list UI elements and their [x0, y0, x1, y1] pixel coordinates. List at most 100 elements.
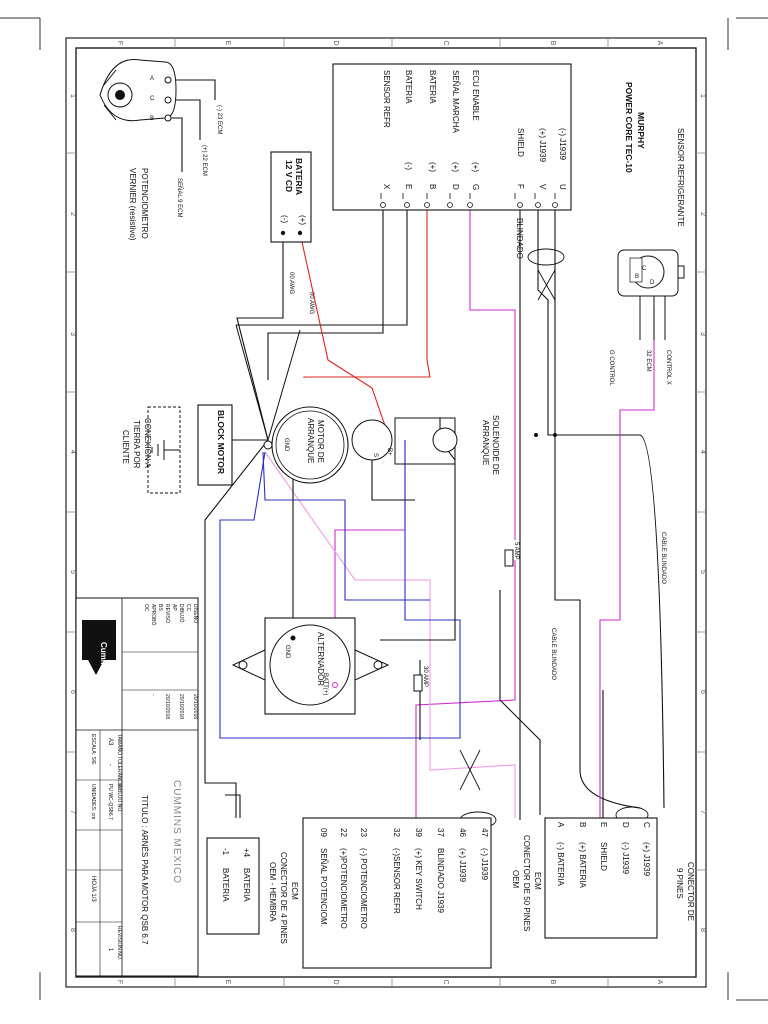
grid-number: 3	[699, 332, 706, 336]
wire-bat-pos	[299, 232, 391, 441]
ecm4-oem: OEM - HEMBRA	[268, 862, 277, 922]
ecm4-title: ECM	[290, 882, 299, 900]
murphy-terminals	[380, 202, 558, 208]
pot-subtitle: VERNIER (resistivo)	[128, 168, 137, 241]
murphy-arrows	[380, 193, 556, 199]
ecm50-text: (-)SENSOR REFR	[392, 848, 401, 914]
fuses: 5 AMP 30 AMP	[413, 542, 519, 692]
ecm4-text: BATERIA	[221, 868, 230, 902]
wire-ecu-4pin	[225, 794, 241, 818]
awg-label: 00 AWG	[308, 292, 314, 314]
murphy-box: MURPHY POWER CORE TEC-10 (-) J1939 (+) J…	[332, 63, 646, 259]
grid-letter: C	[442, 979, 449, 984]
wire-g-ecu-2	[415, 560, 516, 818]
motor-gnd: GND	[283, 438, 289, 452]
sol-label: ARRANQUE	[481, 420, 490, 465]
ecm50-pin: 22	[339, 828, 348, 837]
wire-gnd-loop	[204, 439, 269, 818]
alt-gnd: GND	[284, 645, 290, 659]
wire-pot-a	[170, 79, 216, 100]
wire-e-neg	[236, 205, 408, 326]
ecm50-text: (+) KEY SWITCH	[414, 848, 423, 910]
sensor-pin-b: B	[635, 274, 639, 280]
wire-blue-2	[262, 451, 430, 601]
grid-number: 4	[69, 450, 76, 454]
grid-letter: B	[549, 980, 556, 985]
tb-role: DIBUJÓ	[178, 604, 185, 622]
grid-letter: D	[332, 40, 339, 45]
grid-number: 4	[699, 450, 706, 454]
outer-frame	[65, 37, 707, 988]
sensor-refrigerante: SENSOR REFRIGERANTE C B D CONTROL X 32 E…	[608, 128, 685, 386]
tb-role: AP	[171, 604, 177, 611]
murphy-pin: F	[516, 184, 525, 189]
sol-b: B+	[386, 448, 392, 456]
grid-number: 5	[699, 570, 706, 574]
ecm4-pin: +4	[242, 848, 251, 858]
fuse-label: 30 AMP	[422, 666, 428, 687]
grid-ticks	[66, 38, 706, 987]
c9-text: (-) BATERIA	[556, 842, 565, 887]
tierra-label: CLIENTE	[121, 430, 130, 464]
grid-letter: C	[442, 40, 449, 45]
grid-number: 2	[69, 212, 76, 216]
sensor-pin-d: D	[650, 280, 655, 286]
bateria-title: BATERIA	[294, 158, 304, 195]
sensor-label: 32 ECM	[645, 350, 651, 372]
grid-letters-bottom: F E D C B A	[116, 979, 663, 984]
ecm-4-pines: ECM CONECTOR DE 4 PINES OEM - HEMBRA +4 …	[206, 837, 299, 944]
grid-letter: F	[116, 41, 123, 45]
grid-number: 7	[699, 810, 706, 814]
tb-role: BS	[157, 604, 163, 611]
svg-text:Cummins: Cummins	[99, 642, 108, 679]
murphy-pin: B	[428, 184, 437, 189]
c9-pin: D	[621, 822, 630, 828]
shield-ellipse	[527, 248, 565, 266]
wire-v	[537, 208, 665, 809]
bateria: BATERIA 12 V CD (+) (-) 00 AWG 00 AWG	[270, 151, 314, 314]
ecm4-subtitle: CONECTOR DE 4 PINES	[279, 852, 288, 944]
murphy-subtitle: POWER CORE TEC-10	[624, 82, 634, 173]
pot-title: POTENCIOMETRO	[140, 168, 149, 239]
block-label: BLOCK MOTOR	[216, 410, 226, 474]
murphy-row-pol: (+)	[451, 162, 460, 172]
fuse-label: 5 AMP	[513, 542, 519, 560]
ecm50-subtitle: CONECTOR DE 50 PINES	[522, 835, 531, 931]
murphy-pin: E	[404, 184, 413, 189]
bateria-neg: (-)	[280, 215, 289, 223]
cable-label: CABLE BLINDADO	[660, 532, 666, 584]
ecm50-pin: 32	[392, 828, 401, 837]
c9-text: (-) J1939	[621, 842, 630, 875]
c9-pin: E	[599, 822, 608, 827]
tb-role: DISEÑO	[192, 604, 199, 623]
grid-number: 6	[699, 690, 706, 694]
pot-pin: C	[150, 96, 155, 102]
tb-date: 20/10/2018	[164, 694, 170, 719]
alternador: ALTERNADOR GND BATT(+)	[231, 617, 390, 715]
tierra-label: CONEXIÓN A	[143, 418, 152, 468]
grid-letter: F	[116, 980, 123, 984]
ecm4-pin: -1	[221, 848, 230, 856]
alt-title: ALTERNADOR	[316, 632, 325, 686]
ecm50-pin: 39	[414, 828, 423, 837]
tb-dibujo-lbl: DIBUJO NO.	[116, 784, 122, 813]
ecm50-text: (+)POTENCIOMETRO	[339, 848, 348, 929]
murphy-pin: U	[558, 184, 567, 190]
tb-escala: ESCALA: S/E	[90, 734, 96, 765]
tb-tolerancia-lbl: TOLERANCIA	[116, 756, 122, 789]
wire-u	[554, 208, 641, 809]
tb-tamano-lbl: TAMAÑO	[116, 734, 123, 755]
murphy-title: MURPHY	[636, 112, 646, 149]
murphy-row-name: (-) J1939	[558, 128, 567, 161]
motor-label: MOTOR DE	[316, 420, 325, 463]
grid-number: 7	[69, 810, 76, 814]
ecm50-text: (-) J1939	[480, 848, 489, 881]
sol-s: S	[372, 453, 378, 457]
c9-pin: A	[556, 822, 565, 828]
tb-date: -	[150, 694, 156, 696]
pot-label: (-) 23 ECM	[216, 105, 222, 134]
ecm50-pin: 23	[359, 828, 368, 837]
wire-pot-c	[170, 99, 201, 140]
grid-letter: A	[656, 980, 663, 985]
sensor-label: G CONTROL	[608, 350, 614, 386]
